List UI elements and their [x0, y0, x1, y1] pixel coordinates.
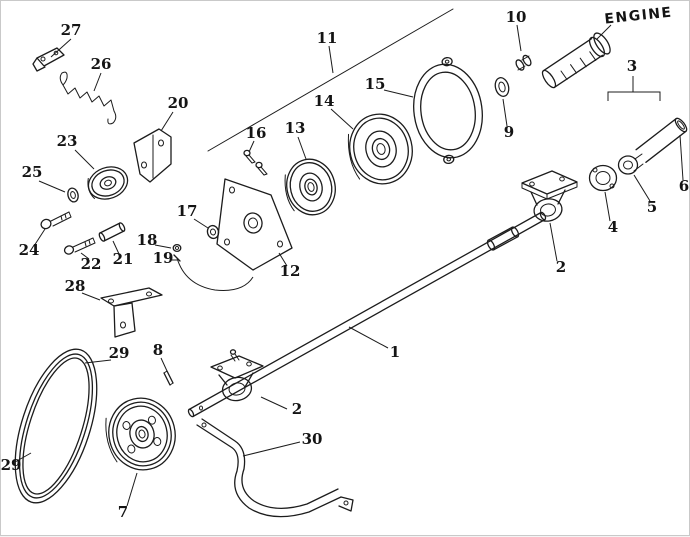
bolt-part-22 — [63, 237, 96, 255]
drive-shaft-part-1 — [187, 211, 547, 418]
callout-30: 30 — [302, 430, 323, 448]
callout-26: 26 — [91, 55, 112, 73]
callout-9: 9 — [504, 123, 514, 141]
extension-spring-part-26 — [59, 71, 117, 125]
spacer-part-10 — [515, 54, 532, 71]
adapter-ring-part-15 — [413, 56, 483, 165]
callout-5: 5 — [647, 198, 657, 216]
callout-4: 4 — [608, 218, 618, 236]
callout-11: 11 — [317, 29, 338, 47]
callout-17: 17 — [177, 202, 198, 220]
leader-lines — [14, 24, 684, 507]
callout-3: 3 — [627, 57, 637, 75]
callout-2-upper: 2 — [556, 258, 566, 276]
callout-13: 13 — [285, 119, 306, 137]
screws-part-16 — [243, 149, 268, 176]
callout-8: 8 — [153, 341, 163, 359]
bracket-part-28 — [100, 287, 163, 338]
pulley-part-7 — [105, 397, 176, 471]
engine-shaft — [541, 32, 611, 89]
callout-1: 1 — [390, 343, 400, 361]
callout-3-bracket — [607, 76, 661, 101]
callout-14: 14 — [314, 92, 335, 110]
callout-29-upper: 29 — [109, 344, 130, 362]
bolt-part-24 — [40, 211, 72, 230]
callout-10: 10 — [506, 8, 527, 26]
washer-part-9 — [494, 77, 510, 97]
callout-29-lower: 29 — [1, 456, 21, 474]
callout-7: 7 — [118, 503, 128, 521]
u-joint-flange-part-4 — [588, 164, 618, 192]
bearing-hanger-part-2-lower — [210, 349, 264, 402]
callout-25: 25 — [22, 163, 43, 181]
callout-labels: 27 26 20 23 25 24 22 21 17 18 19 16 13 1… — [1, 4, 689, 521]
bracket-part-27 — [32, 47, 65, 72]
pulley-part-14 — [347, 113, 413, 185]
pulley-part-13 — [284, 158, 336, 216]
idler-pulley-part-23 — [87, 166, 129, 200]
belt-guard-part-30 — [196, 418, 354, 518]
callout-20: 20 — [168, 94, 189, 112]
bearing-hanger-part-2-upper — [521, 170, 578, 222]
curved-rod-part-19 — [173, 254, 254, 291]
callout-16: 16 — [246, 124, 267, 142]
callout-28: 28 — [65, 277, 86, 295]
engine-label: ENGINE — [604, 4, 674, 27]
callout-2-lower: 2 — [292, 400, 302, 418]
callout-22: 22 — [81, 255, 102, 273]
spacer-part-21 — [98, 222, 126, 242]
callout-18: 18 — [137, 231, 158, 249]
tube-part-6 — [635, 117, 688, 163]
callout-15: 15 — [365, 75, 386, 93]
nut-part-18 — [172, 243, 182, 253]
callout-27: 27 — [61, 21, 82, 39]
washer-part-17 — [206, 224, 220, 240]
v-belt-part-29 — [14, 348, 98, 504]
idler-bracket-part-20 — [133, 128, 172, 183]
callout-21: 21 — [113, 250, 134, 268]
washer-part-25 — [67, 187, 79, 203]
callout-23: 23 — [57, 132, 78, 150]
u-joint-part-5 — [617, 153, 644, 175]
pin-part-8 — [163, 370, 174, 386]
assembly-boundary-line — [207, 8, 454, 152]
callout-12: 12 — [280, 262, 301, 280]
callout-6: 6 — [679, 177, 689, 195]
callout-19: 19 — [153, 249, 174, 267]
callout-24: 24 — [19, 241, 40, 259]
